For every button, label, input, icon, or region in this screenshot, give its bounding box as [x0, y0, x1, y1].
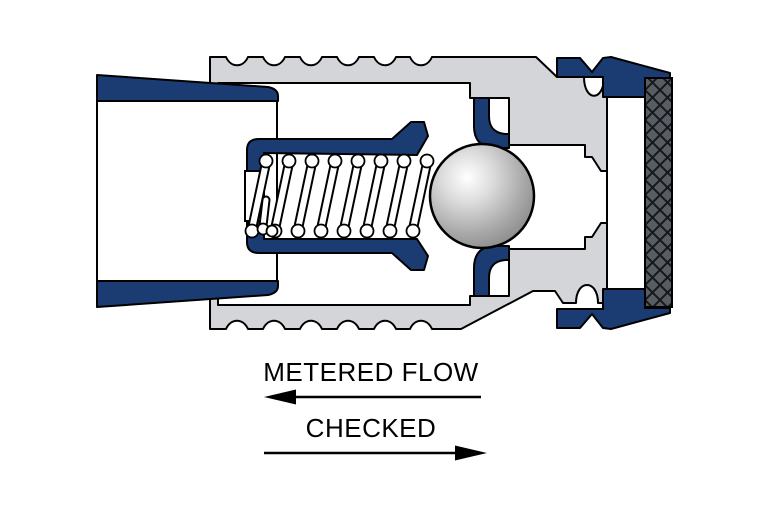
- inlet-tube-wall-bottom: [96, 280, 279, 308]
- knurl-texture: [644, 77, 673, 308]
- metered-flow-arrow-left: [264, 389, 481, 405]
- spring-coil-nodes: [244, 153, 435, 239]
- metered-flow-label: METERED FLOW: [263, 357, 478, 387]
- spring: [244, 153, 435, 239]
- checked-label: CHECKED: [306, 413, 437, 443]
- inlet-tube-fitting: [96, 74, 279, 308]
- spring-housing: [246, 121, 429, 271]
- inlet-tube-wall-top: [96, 74, 279, 102]
- seat-seal-top: [473, 97, 510, 149]
- knurled-nut: [644, 77, 673, 308]
- seat-seal-bottom: [473, 245, 510, 297]
- retaining-cap-top: [556, 56, 671, 98]
- spring-coil: [247, 158, 432, 234]
- checked-arrow-right: [264, 445, 487, 461]
- flow-annotation-metered: METERED FLOW: [263, 357, 481, 405]
- flow-annotation-checked: CHECKED: [264, 413, 487, 461]
- check-ball: [428, 142, 536, 250]
